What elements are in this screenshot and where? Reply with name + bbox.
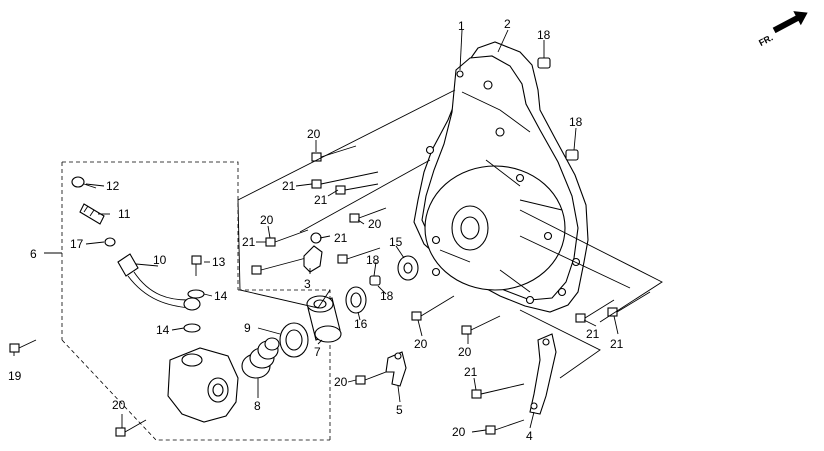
clutch-cover [413, 41, 589, 313]
callout-18-a: 18 [537, 28, 551, 42]
bleeder-11 [79, 203, 105, 225]
callout-1: 1 [458, 19, 465, 33]
callout-7: 7 [314, 345, 321, 359]
callout-17: 17 [70, 237, 84, 251]
callout-14-b: 14 [156, 323, 170, 337]
bolt-21-c [251, 257, 307, 275]
dowel-pins [369, 57, 579, 286]
bolt-21-e [471, 383, 525, 399]
callout-20-b: 20 [260, 213, 274, 227]
bolt-20-b [265, 229, 309, 247]
callout-18-d: 18 [380, 289, 394, 303]
bolt-13 [191, 255, 202, 276]
callout-18-b: 18 [569, 115, 583, 129]
bolt-20-h [485, 419, 525, 435]
bolt-21-b [335, 183, 379, 195]
bearing-16 [345, 286, 367, 314]
callout-18-c: 18 [366, 253, 380, 267]
callout-13: 13 [212, 255, 226, 269]
callout-3: 3 [304, 277, 311, 291]
bolt-20-g [355, 371, 387, 385]
callout-20-a: 20 [307, 127, 321, 141]
fr-orientation-mark: FR. [757, 11, 808, 48]
fr-label: FR. [757, 32, 774, 48]
callout-9: 9 [244, 321, 251, 335]
callout-4: 4 [526, 429, 533, 443]
callout-labels: 1 2 18 18 20 21 21 20 21 21 20 15 18 18 … [8, 17, 624, 443]
callout-6: 6 [30, 247, 37, 261]
bolt-20-f [461, 315, 501, 335]
sleeve-7 [306, 295, 342, 343]
callout-5: 5 [396, 403, 403, 417]
clip-3 [303, 232, 323, 273]
slave-cylinder-housing [167, 347, 239, 423]
callout-21-g: 21 [610, 337, 624, 351]
callout-12: 12 [106, 179, 120, 193]
callout-20-c: 20 [368, 217, 382, 231]
leader-lines [13, 29, 663, 433]
callout-20-d: 20 [112, 398, 126, 412]
callout-8: 8 [254, 399, 261, 413]
seal-9 [279, 322, 309, 358]
callout-2: 2 [504, 17, 511, 31]
callout-19: 19 [8, 369, 22, 383]
bolt-20-e [411, 295, 455, 321]
bolt-20-c [349, 207, 387, 223]
callout-21-b: 21 [314, 193, 328, 207]
callout-20-f: 20 [334, 375, 348, 389]
callout-14-a: 14 [214, 289, 228, 303]
oring-17 [104, 237, 116, 247]
bolt-21-f [575, 299, 615, 323]
callout-11: 11 [118, 207, 131, 221]
bolt-19 [9, 339, 37, 353]
callout-15: 15 [389, 235, 403, 249]
callout-20-e: 20 [414, 337, 428, 351]
washer-14-a [187, 289, 205, 299]
callout-21-f: 21 [586, 327, 600, 341]
washer-14-b [183, 323, 201, 333]
bolt-20-d [115, 419, 147, 437]
callout-21-e: 21 [464, 365, 478, 379]
callout-20-h: 20 [458, 345, 472, 359]
spring-8 [241, 337, 280, 379]
bleed-cap-12 [71, 176, 97, 189]
bracket-5 [385, 351, 407, 387]
callout-21-a: 21 [282, 179, 296, 193]
arrow-right-icon [772, 11, 808, 34]
bolt-21-g [607, 291, 651, 317]
callout-20-g: 20 [452, 425, 466, 439]
hose-10 [117, 253, 201, 311]
seal-15 [397, 255, 419, 281]
callout-21-c: 21 [242, 235, 256, 249]
bracket-4 [529, 333, 557, 415]
callout-16: 16 [354, 317, 368, 331]
callout-10: 10 [153, 253, 167, 267]
callout-21-d: 21 [334, 231, 348, 245]
bolt-21-d [337, 247, 381, 264]
